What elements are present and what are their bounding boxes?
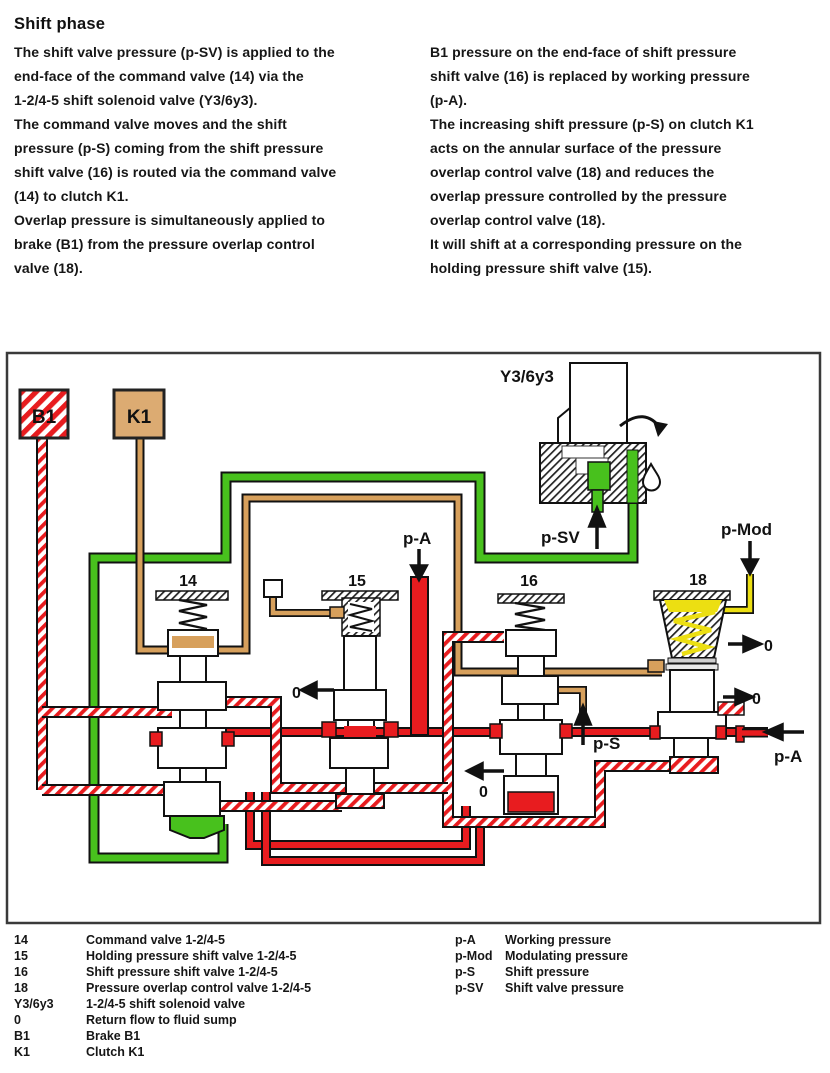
valve-18 (647, 590, 768, 774)
legend-desc: Pressure overlap control valve 1-2/4-5 (86, 981, 312, 995)
valve-14 (149, 590, 235, 839)
valve-15 (321, 590, 399, 809)
legend-row: p-S Shift pressure (455, 964, 825, 980)
spring-icon (178, 598, 208, 631)
legend-desc: 1-2/4-5 shift solenoid valve (86, 997, 246, 1011)
legend-term: 16 (14, 965, 28, 979)
b1-label: B1 (32, 407, 57, 428)
legend-desc: Shift valve pressure (505, 981, 624, 995)
return-left-arrow-icon (464, 761, 484, 781)
page-title: Shift phase (14, 15, 106, 34)
valve16-label: 16 (520, 573, 538, 590)
legend-row: p-Mod Modulating pressure (455, 948, 825, 964)
legend-desc: Holding pressure shift valve 1-2/4-5 (86, 949, 297, 963)
legend-row: B1 Brake B1 (14, 1028, 434, 1044)
solenoid-valve-y3 (539, 362, 668, 513)
yellow-spring-icon (669, 602, 716, 657)
legend-right: p-A Working pressure p-Mod Modulating pres… (455, 932, 825, 996)
zero-label: 0 (479, 784, 488, 801)
hatched-overlap-pipes (36, 438, 676, 828)
zero-label: 0 (292, 685, 301, 702)
pa-top-label: p-A (403, 529, 431, 548)
legend-term: 18 (14, 981, 28, 995)
legend-desc: Return flow to fluid sump (86, 1013, 237, 1027)
legend-desc: Command valve 1-2/4-5 (86, 933, 225, 947)
legend-row: p-A Working pressure (455, 932, 825, 948)
psv-up-arrow-icon (587, 504, 607, 528)
legend-desc: Shift pressure (505, 965, 590, 979)
hydraulic-diagram: B1 K1 Y3/6y3 p-SV p-Mod p-A p-S p-A 14 1… (5, 351, 822, 925)
legend-term: p-SV (455, 981, 484, 995)
pa-right-label: p-A (774, 747, 802, 766)
green-psv-pipe (88, 455, 639, 864)
legend-row: p-SV Shift valve pressure (455, 980, 825, 996)
pmod-down-arrow-icon (740, 558, 760, 577)
ps-up-arrow-icon (573, 702, 593, 726)
legend-term: Y3/6y3 (14, 997, 54, 1011)
legend-term: 15 (14, 949, 28, 963)
return-right-arrow-icon (734, 687, 757, 707)
zero-label: 0 (764, 638, 773, 655)
clutch-k1-box: K1 (112, 388, 166, 440)
droplet-icon (641, 461, 662, 492)
legend-term: p-A (455, 933, 476, 947)
return-left-arrow-icon (298, 680, 318, 700)
brake-b1-box: B1 (18, 388, 70, 440)
legend-row: 16 Shift pressure shift valve 1-2/4-5 (14, 964, 434, 980)
yellow-pmod-pipe (716, 574, 754, 614)
psv-label: p-SV (541, 528, 580, 547)
pa-supply-bar (410, 576, 429, 736)
ps-label: p-S (593, 734, 620, 753)
spring-icon (514, 601, 546, 632)
legend-row: 14 Command valve 1-2/4-5 (14, 932, 434, 948)
legend-desc: Brake B1 (86, 1029, 141, 1043)
legend-row: 18 Pressure overlap control valve 1-2/4-5 (14, 980, 434, 996)
legend-term: p-Mod (455, 949, 493, 963)
pmod-label: p-Mod (721, 520, 772, 539)
legend-desc: Clutch K1 (86, 1045, 145, 1059)
valve15-label: 15 (348, 573, 366, 590)
pa-left-arrow-icon (761, 722, 784, 742)
pa-down-arrow-icon (409, 564, 429, 583)
legend-term: K1 (14, 1045, 30, 1059)
legend-desc: Modulating pressure (505, 949, 628, 963)
legend-row: 15 Holding pressure shift valve 1-2/4-5 (14, 948, 434, 964)
valve18-label: 18 (689, 572, 707, 589)
legend-desc: Working pressure (505, 933, 612, 947)
legend-term: B1 (14, 1029, 30, 1043)
flow-arrows (298, 504, 804, 781)
valve-16 (489, 593, 573, 815)
valve14-label: 14 (179, 573, 197, 590)
legend-term: 0 (14, 1013, 21, 1027)
k1-label: K1 (127, 407, 152, 428)
legend-term: 14 (14, 933, 28, 947)
legend-term: p-S (455, 965, 476, 979)
intro-text-left: The shift valve pressure (p-SV) is appli… (14, 44, 337, 276)
legend-row: Y3/6y3 1-2/4-5 shift solenoid valve (14, 996, 434, 1012)
legend-row: K1 Clutch K1 (14, 1044, 434, 1060)
legend-desc: Shift pressure shift valve 1-2/4-5 (86, 965, 278, 979)
solenoid-label: Y3/6y3 (500, 367, 554, 386)
legend-left: 14 Command valve 1-2/4-5 15 Holding pressu… (14, 932, 434, 1060)
spring-icon (346, 603, 376, 632)
legend-row: 0 Return flow to fluid sump (14, 1012, 434, 1028)
zero-label: 0 (752, 691, 761, 708)
return-right-arrow-icon (742, 634, 765, 654)
intro-text-right: B1 pressure on the end-face of shift pre… (430, 44, 754, 276)
